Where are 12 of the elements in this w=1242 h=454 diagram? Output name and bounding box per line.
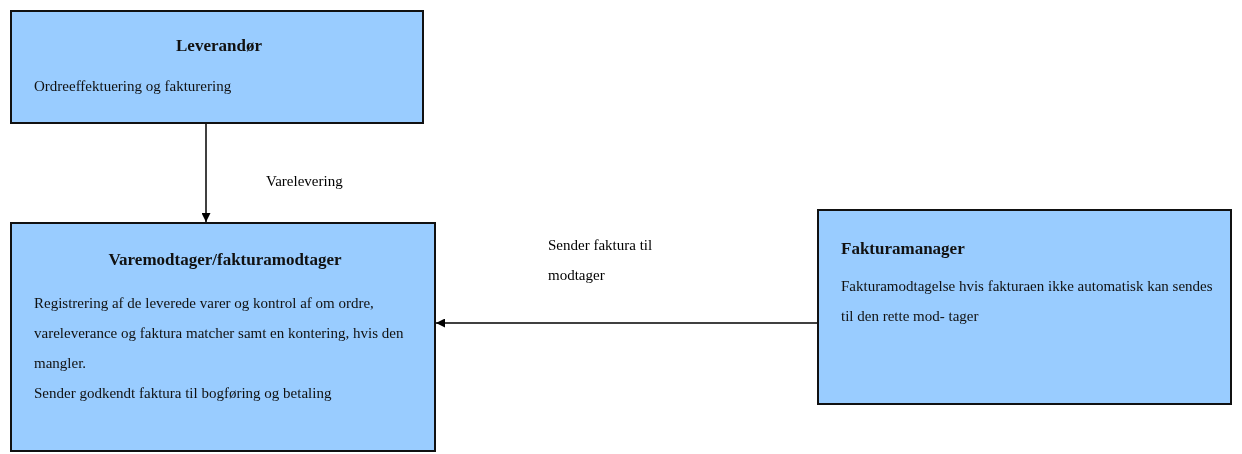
process-box	[10, 10, 424, 124]
arrow	[201, 123, 211, 223]
box-text: Fakturamodtagelse hvis fakturaen ikke automatisk kan sendes til den rette mod- tager	[841, 277, 1213, 326]
box-heading: Fakturamanager	[841, 239, 966, 259]
box-heading: Varemodtager/fakturamodtager	[107, 250, 343, 270]
arrow	[435, 318, 818, 328]
process-box	[10, 222, 436, 452]
box-text: Registrering af de leverede varer og kontrol af om ordre, vareleverance og faktura matcher samt en kontering, hvis den mangler.	[34, 294, 405, 373]
box-heading: Leverandør	[175, 36, 263, 56]
box-text: Sender godkendt faktura til bogføring og betaling	[34, 384, 333, 403]
process-box	[817, 209, 1232, 405]
box-text: Ordreeffektuering og fakturering	[34, 77, 233, 96]
